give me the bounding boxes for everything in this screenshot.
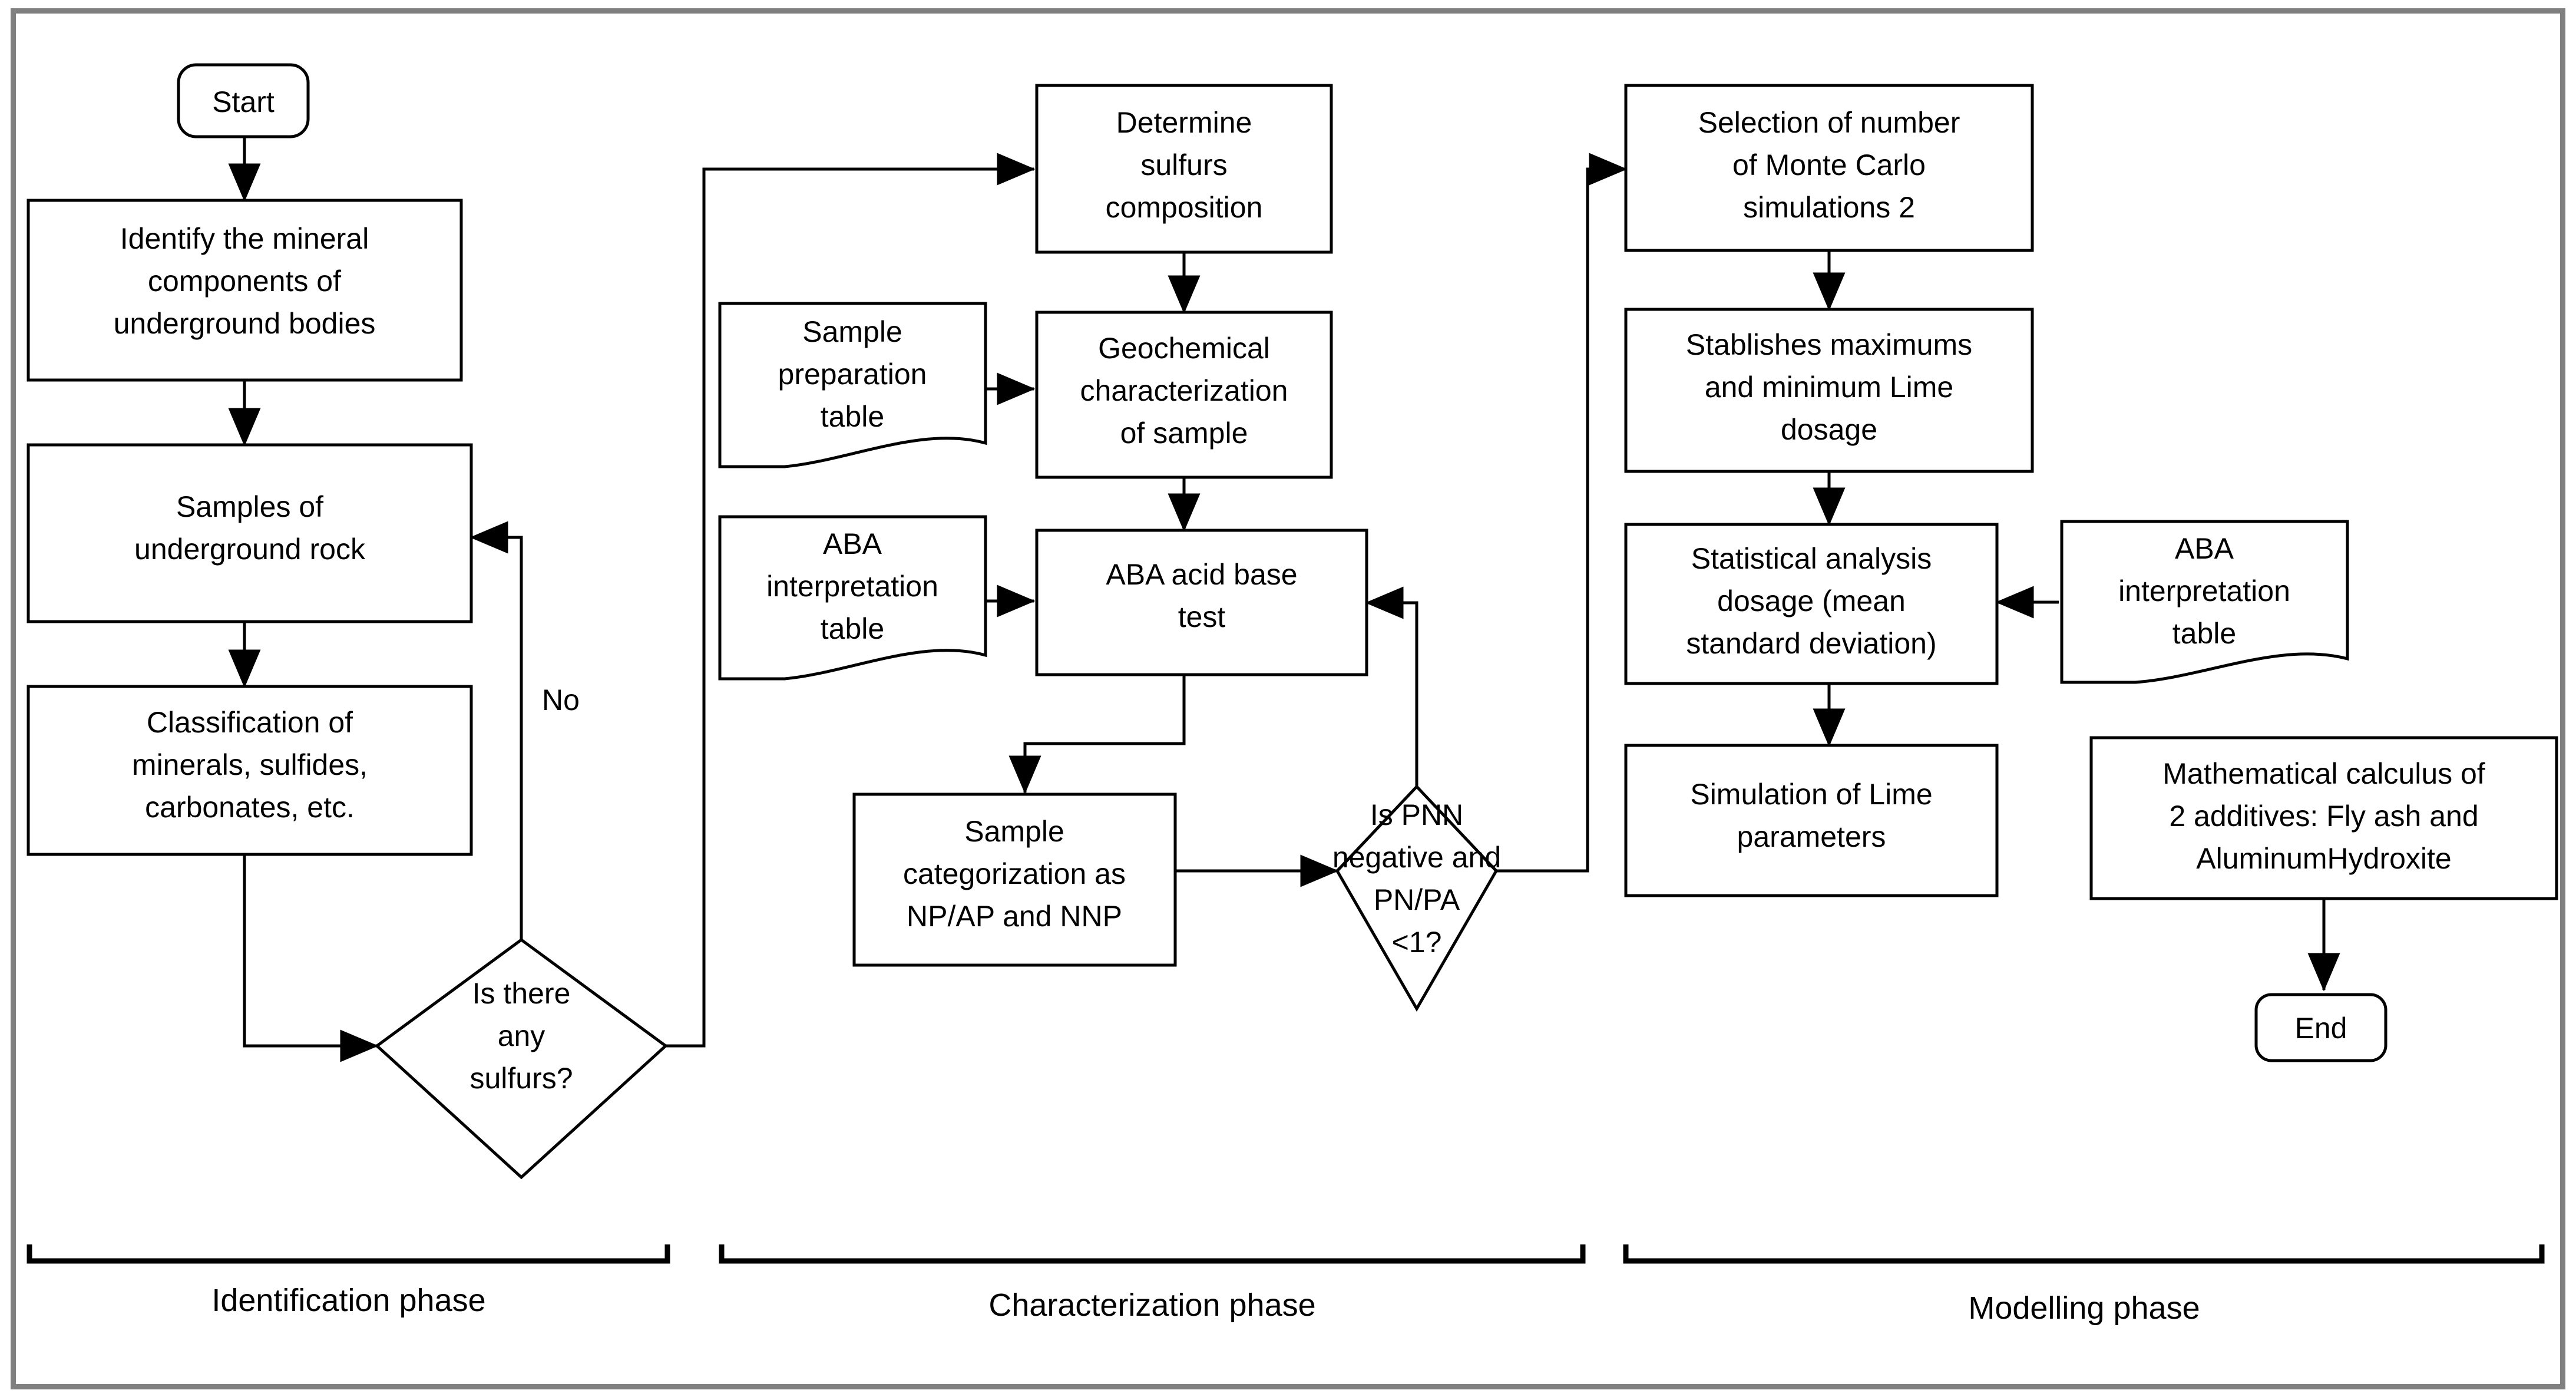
- node-aba-table-mid-line-3: table: [821, 612, 884, 645]
- node-categorization-line-3: NP/AP and NNP: [907, 900, 1122, 933]
- edge-issulfurs-no-loop: [469, 521, 523, 940]
- node-is-pnn-line-2: negative and: [1332, 841, 1501, 874]
- node-determine-sulfurs-line-2: sulfurs: [1140, 148, 1227, 181]
- node-geochemical-characterization[interactable]: Geochemical characterization of sample: [1035, 311, 1333, 479]
- node-is-pnn-line-1: Is PNN: [1370, 798, 1463, 831]
- node-classification-line-3: carbonates, etc.: [145, 791, 355, 824]
- node-sample-preparation-table-line-2: preparation: [778, 358, 927, 391]
- node-aba-test-line-1: ABA acid base: [1106, 558, 1297, 591]
- node-aba-table-mid-line-1: ABA: [823, 527, 882, 560]
- node-samples-rock-line-1: Samples of: [176, 490, 323, 523]
- node-start-label: Start: [212, 85, 275, 118]
- phase-label-modelling: Modelling phase: [1968, 1290, 2200, 1326]
- node-samples-rock-line-2: underground rock: [134, 533, 366, 566]
- node-is-sulfurs-line-1: Is there: [472, 977, 571, 1010]
- edge-abatest-to-categorization: [1008, 675, 1186, 794]
- node-determine-sulfurs[interactable]: Determine sulfurs composition: [1035, 84, 1333, 254]
- node-monte-carlo-line-1: Selection of number: [1698, 106, 1960, 139]
- node-determine-sulfurs-line-1: Determine: [1116, 106, 1252, 139]
- edge-label-no: No: [542, 684, 580, 716]
- phase-label-characterization: Characterization phase: [988, 1287, 1315, 1323]
- node-monte-carlo-line-2: of Monte Carlo: [1732, 148, 1926, 181]
- node-monte-carlo-selection[interactable]: Selection of number of Monte Carlo simul…: [1624, 84, 2034, 252]
- node-statistical-line-1: Statistical analysis: [1691, 542, 1932, 575]
- node-classification[interactable]: Classification of minerals, sulfides, ca…: [27, 685, 473, 856]
- node-is-pnn-line-4: <1?: [1392, 926, 1442, 959]
- phase-bracket-identification: Identification phase: [27, 1244, 670, 1318]
- node-monte-carlo-line-3: simulations 2: [1743, 191, 1915, 224]
- node-start[interactable]: Start: [177, 63, 310, 138]
- node-is-sulfurs-line-2: any: [498, 1019, 545, 1052]
- node-classification-line-2: minerals, sulfides,: [132, 748, 368, 781]
- node-identify-minerals[interactable]: Identify the mineral components of under…: [27, 199, 463, 382]
- node-geochemical-line-3: of sample: [1120, 417, 1248, 450]
- node-aba-table-right-line-1: ABA: [2175, 532, 2234, 565]
- node-lime-dosage-line-1: Stablishes maximums: [1686, 328, 1972, 361]
- node-samples-rock[interactable]: Samples of underground rock: [27, 443, 473, 623]
- node-aba-interpretation-table-right[interactable]: ABA interpretation table: [2060, 520, 2349, 684]
- node-is-pnn[interactable]: Is PNN negative and PN/PA <1?: [1332, 784, 1501, 1012]
- phase-bracket-characterization: Characterization phase: [719, 1244, 1586, 1323]
- node-math-calculus-additives[interactable]: Mathematical calculus of 2 additives: Fl…: [2089, 736, 2558, 900]
- node-geochemical-line-1: Geochemical: [1098, 332, 1270, 365]
- node-aba-acid-base-test[interactable]: ABA acid base test: [1035, 529, 1368, 676]
- node-is-sulfurs-line-3: sulfurs?: [469, 1062, 573, 1095]
- node-identify-minerals-line-3: underground bodies: [114, 307, 376, 340]
- node-identify-minerals-line-1: Identify the mineral: [120, 222, 369, 255]
- node-aba-test-line-2: test: [1178, 600, 1226, 633]
- node-aba-interpretation-table-middle[interactable]: ABA interpretation table: [718, 515, 987, 681]
- node-statistical-line-2: dosage (mean: [1717, 585, 1906, 618]
- node-end-label: End: [2295, 1012, 2347, 1045]
- node-statistical-analysis[interactable]: Statistical analysis dosage (mean standa…: [1624, 523, 1999, 685]
- node-simulation-line-1: Simulation of Lime: [1690, 778, 1932, 811]
- node-geochemical-line-2: characterization: [1080, 374, 1288, 407]
- node-aba-table-right-line-2: interpretation: [2118, 574, 2290, 607]
- node-identify-minerals-line-2: components of: [148, 265, 341, 298]
- node-sample-preparation-table[interactable]: Sample preparation table: [718, 302, 987, 468]
- node-classification-line-1: Classification of: [147, 706, 353, 739]
- node-is-pnn-line-3: PN/PA: [1374, 883, 1460, 916]
- node-aba-table-mid-line-2: interpretation: [766, 570, 938, 603]
- node-lime-dosage-line-3: dosage: [1781, 413, 1877, 446]
- node-lime-dosage-limits[interactable]: Stablishes maximums and minimum Lime dos…: [1624, 308, 2034, 473]
- node-sample-preparation-table-line-3: table: [821, 400, 884, 433]
- node-lime-dosage-line-2: and minimum Lime: [1705, 371, 1953, 404]
- node-categorization-line-1: Sample: [964, 815, 1064, 848]
- node-aba-table-right-line-3: table: [2172, 617, 2236, 650]
- edge-ispnn-no-loop: [1365, 586, 1418, 787]
- node-categorization-line-2: categorization as: [903, 857, 1126, 890]
- phase-label-identification: Identification phase: [211, 1283, 485, 1318]
- node-simulation-line-2: parameters: [1737, 820, 1886, 853]
- node-is-sulfurs[interactable]: Is there any sulfurs?: [375, 937, 668, 1180]
- node-sample-categorization[interactable]: Sample categorization as NP/AP and NNP: [852, 793, 1177, 967]
- edge-issulfurs-yes-to-determine: [666, 153, 1036, 1048]
- node-math-calculus-line-3: AluminumHydroxite: [2196, 842, 2451, 875]
- edge-classification-to-issulfurs: [243, 854, 379, 1062]
- node-determine-sulfurs-line-3: composition: [1106, 191, 1263, 224]
- node-sample-preparation-table-line-1: Sample: [802, 315, 902, 348]
- node-math-calculus-line-1: Mathematical calculus of: [2162, 757, 2485, 790]
- edge-ispnn-yes-to-montecarlo: [1496, 153, 1628, 873]
- node-statistical-line-3: standard deviation): [1686, 627, 1936, 660]
- node-math-calculus-line-2: 2 additives: Fly ash and: [2169, 800, 2478, 833]
- phase-bracket-modelling: Modelling phase: [1623, 1244, 2545, 1326]
- node-simulation-lime[interactable]: Simulation of Lime parameters: [1624, 744, 1999, 897]
- node-end[interactable]: End: [2254, 993, 2387, 1062]
